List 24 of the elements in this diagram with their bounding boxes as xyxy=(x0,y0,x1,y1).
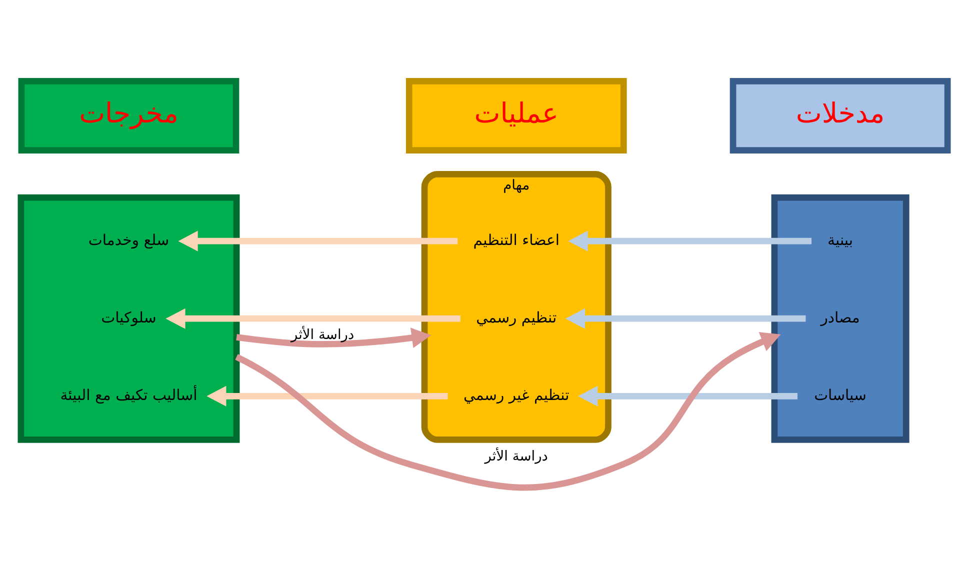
node-text: تنظيم رسمي xyxy=(476,308,557,326)
node-text: سلوكيات xyxy=(101,308,156,326)
arrow xyxy=(565,308,806,328)
node-text: سياسات xyxy=(814,386,867,404)
arrow xyxy=(578,385,798,406)
node-text: اعضاء التنظيم xyxy=(473,230,560,249)
node-text: بينية xyxy=(828,230,854,249)
arrow xyxy=(236,327,432,348)
edge-label: دراسة الأثر xyxy=(290,326,354,343)
cluster xyxy=(771,194,910,442)
arrow xyxy=(166,308,460,328)
arrow xyxy=(568,230,812,251)
node-text: سلع وخدمات xyxy=(88,230,170,249)
arrow xyxy=(178,230,458,251)
edge-label: دراسة الأثر xyxy=(484,448,548,464)
node-text: أساليب تكيف مع البيئة xyxy=(60,386,198,404)
node-box: مدخلات xyxy=(730,78,951,153)
node-text: مصادر xyxy=(820,308,860,326)
arrow xyxy=(206,385,448,406)
arrow xyxy=(235,332,781,490)
node-box: مخرجات xyxy=(18,78,240,153)
cluster xyxy=(18,194,240,442)
node-text: تنظيم غير رسمي xyxy=(464,386,570,404)
node-box: عمليات xyxy=(406,78,627,153)
